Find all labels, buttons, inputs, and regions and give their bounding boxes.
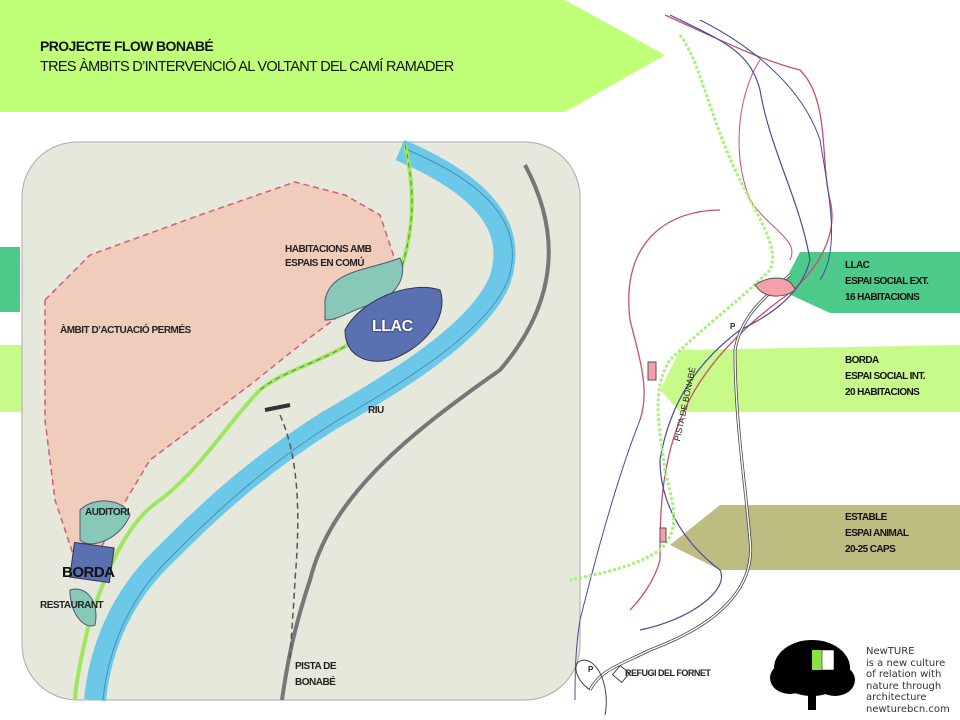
trail-green <box>569 34 775 582</box>
logo-tagline: nature through <box>866 680 942 692</box>
callout-estable-title: ESTABLE <box>845 512 887 523</box>
label-ambit: ÀMBIT D’ACTUACIÓ PERMÉS <box>60 325 191 336</box>
callout-band-estable <box>670 505 960 570</box>
callout-borda-line: 20 HABITACIONS <box>845 387 920 398</box>
callout-estable-line: ESPAI ANIMAL <box>845 528 909 539</box>
label-refugi: REFUGI DEL FORNET <box>625 668 711 678</box>
logo-name: NewTURE <box>866 646 915 657</box>
road-overview <box>588 273 791 691</box>
header-title-block: PROJECTE FLOW BONABÉ TRES ÀMBITS D’INTER… <box>40 36 454 78</box>
header-banner <box>0 0 665 112</box>
label-llac: LLAC <box>372 318 413 335</box>
callout-estable-line: 20-25 CAPS <box>845 544 896 555</box>
label-parking: P <box>730 322 735 331</box>
logo-tagline: of relation with <box>866 669 942 680</box>
label-pista-line1: PISTA DE <box>295 661 337 672</box>
auditori-block <box>79 500 131 545</box>
llac-overview <box>754 277 796 297</box>
callout-borda-line: ESPAI SOCIAL INT. <box>845 371 926 382</box>
page-subtitle: TRES ÀMBITS D’INTERVENCIÓ AL VOLTANT DEL… <box>40 59 454 75</box>
label-pista-line2: BONABÉ <box>295 677 336 688</box>
callout-estable: ESTABLE ESPAI ANIMAL 20-25 CAPS <box>845 510 909 558</box>
page-title: PROJECTE FLOW BONABÉ <box>40 38 214 54</box>
label-habitacions: HABITACIONS AMB ESPAIS EN COMÚ <box>285 243 372 271</box>
detail-map <box>21 139 581 702</box>
logo-tagline: is a new culture <box>866 657 946 669</box>
callout-llac-line: 16 HABITACIONS <box>845 292 920 303</box>
label-borda: BORDA <box>62 564 115 581</box>
callout-band-llac <box>0 247 20 312</box>
label-pista: PISTA DE BONABÉ <box>295 659 337 691</box>
overview-map <box>569 14 833 716</box>
ambit-area <box>44 181 396 561</box>
newture-logo-text: NewTURE is a new culture of relation wit… <box>866 646 950 715</box>
river <box>84 139 516 702</box>
label-habitacions-line2: ESPAIS EN COMÚ <box>285 258 364 269</box>
label-parking-2: P <box>588 665 593 674</box>
callout-llac: LLAC ESPAI SOCIAL EXT. 16 HABITACIONS <box>845 258 929 306</box>
restaurant-block <box>69 588 97 627</box>
callout-llac-title: LLAC <box>845 260 870 271</box>
borda-overview <box>647 361 657 381</box>
callout-borda-title: BORDA <box>845 355 879 366</box>
callout-borda: BORDA ESPAI SOCIAL INT. 20 HABITACIONS <box>845 353 926 401</box>
newture-logo-tree <box>770 640 855 710</box>
llac-block <box>344 286 443 362</box>
estable-overview <box>659 527 667 543</box>
road <box>280 164 551 701</box>
label-riu: RIU <box>368 405 384 416</box>
label-habitacions-line1: HABITACIONS AMB <box>285 244 372 255</box>
logo-website: newturebcn.com <box>866 703 950 715</box>
label-restaurant: RESTAURANT <box>40 600 104 611</box>
borda-block <box>69 541 115 584</box>
label-auditori: AUDITORI <box>85 507 130 518</box>
habitacions-block <box>324 257 404 321</box>
callout-llac-line: ESPAI SOCIAL EXT. <box>845 276 929 287</box>
callout-band-borda <box>0 345 22 412</box>
logo-tagline: architecture <box>866 692 927 703</box>
